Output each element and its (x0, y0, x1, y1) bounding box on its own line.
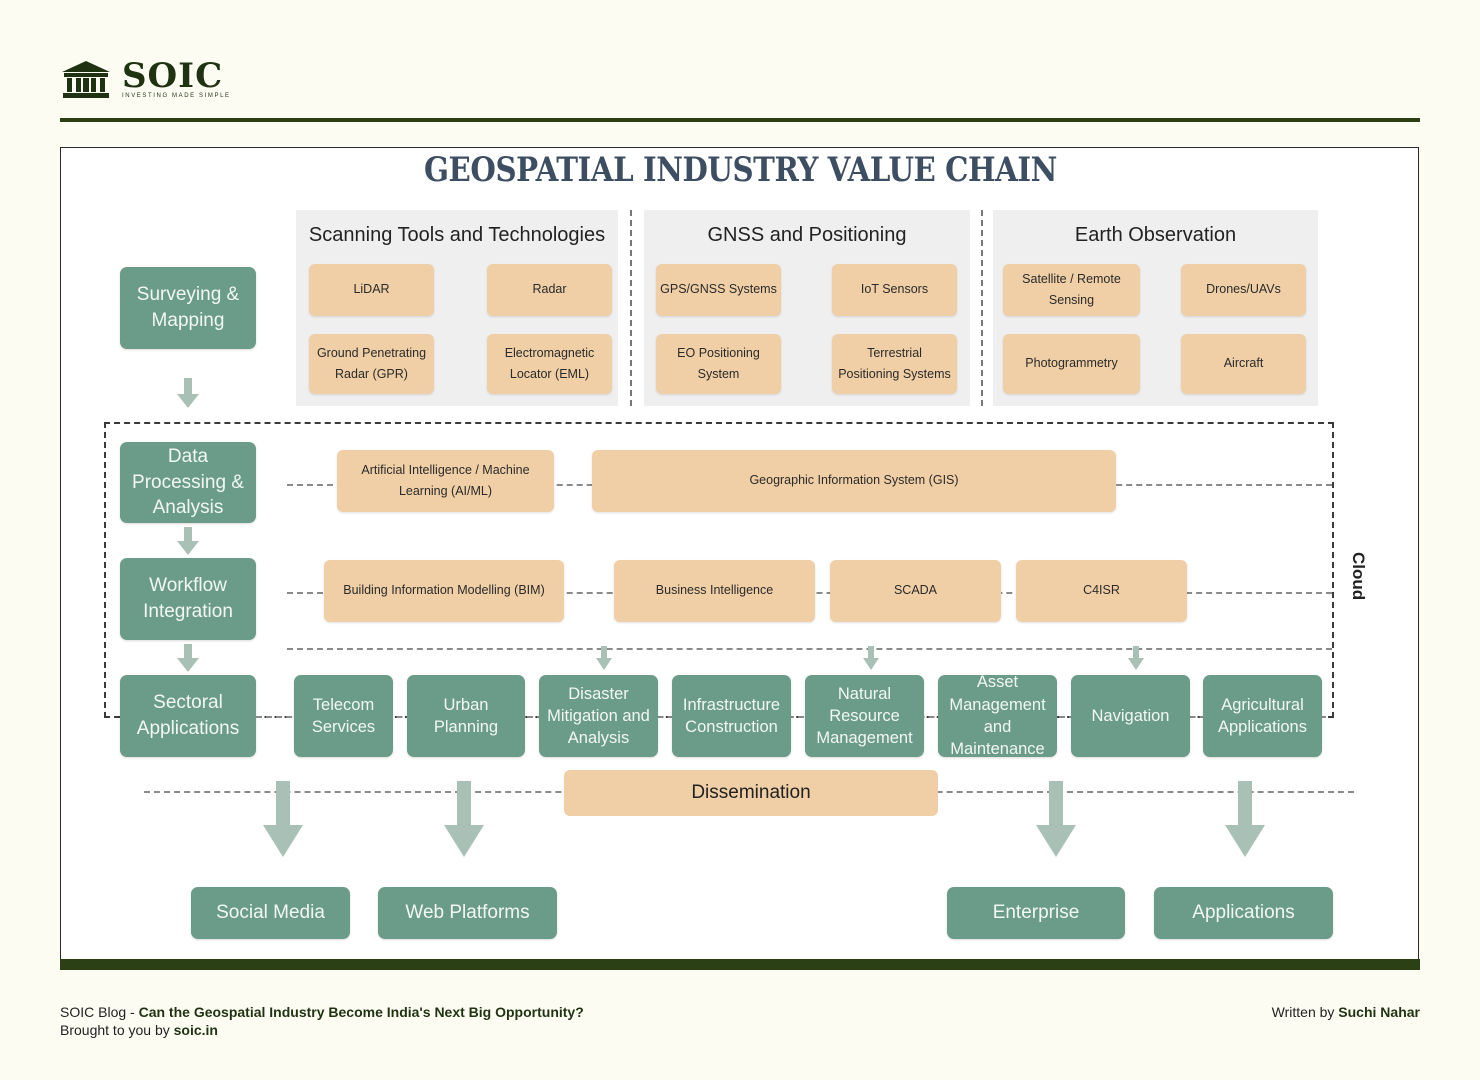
aircraft-box: Aircraft (1181, 334, 1306, 394)
down-arrow-icon (1128, 646, 1144, 670)
written-prefix: Written by (1271, 1004, 1339, 1020)
sector-infrastructure: Infrastructure Construction (672, 675, 791, 757)
row-connector (256, 716, 1326, 718)
satellite-remote-sensing-box: Satellite / Remote Sensing (1003, 264, 1140, 316)
soic-logo[interactable]: SOIC INVESTING MADE SIMPLE (60, 58, 231, 100)
sector-agricultural: Agricultural Applications (1203, 675, 1322, 757)
ai-ml-box: Artificial Intelligence / Machine Learni… (337, 450, 554, 512)
down-arrow-icon (177, 644, 199, 672)
down-arrow-icon (263, 781, 303, 857)
brought-prefix: Brought to you by (60, 1022, 174, 1038)
panel-scanning: Scanning Tools and Technologies LiDAR Ra… (296, 210, 618, 406)
stage-workflow-integration: Workflow Integration (120, 558, 256, 640)
scada-box: SCADA (830, 560, 1001, 622)
figure-title: GEOSPATIAL INDUSTRY VALUE CHAIN (424, 150, 1057, 190)
output-enterprise: Enterprise (947, 887, 1125, 939)
sector-disaster-mitigation: Disaster Mitigation and Analysis (539, 675, 658, 757)
sector-urban-planning: Urban Planning (407, 675, 525, 757)
down-arrow-icon (863, 646, 879, 670)
panel-separator (630, 210, 632, 406)
down-arrow-icon (596, 646, 612, 670)
bank-building-icon (62, 61, 110, 98)
down-arrow-icon (444, 781, 484, 857)
footer-author: Written by Suchi Nahar (1272, 1003, 1420, 1021)
site-link[interactable]: soic.in (173, 1022, 218, 1038)
sector-asset-management: Asset Management and Maintenance (938, 673, 1057, 758)
eml-box: Electromagnetic Locator (EML) (487, 334, 612, 394)
gps-gnss-box: GPS/GNSS Systems (656, 264, 781, 316)
brought-line: Brought to you by soic.in (60, 1021, 584, 1039)
logo-tagline: INVESTING MADE SIMPLE (122, 92, 231, 99)
panel-gnss: GNSS and Positioning GPS/GNSS Systems Io… (644, 210, 970, 406)
panel-title: Earth Observation (1074, 224, 1237, 246)
down-arrow-icon (177, 378, 199, 408)
footer-divider (60, 959, 1420, 970)
output-social-media: Social Media (191, 887, 350, 939)
blog-line: SOIC Blog - Can the Geospatial Industry … (60, 1003, 584, 1021)
business-intelligence-box: Business Intelligence (614, 560, 815, 622)
down-arrow-icon (1036, 781, 1076, 857)
row-connector (287, 648, 1332, 650)
footer-credits: SOIC Blog - Can the Geospatial Industry … (60, 1003, 584, 1039)
output-web-platforms: Web Platforms (378, 887, 557, 939)
lidar-box: LiDAR (309, 264, 434, 316)
sector-natural-resource: Natural Resource Management (805, 675, 924, 757)
value-chain-figure: GEOSPATIAL INDUSTRY VALUE CHAIN Scanning… (60, 147, 1419, 960)
header-divider (60, 118, 1420, 122)
panel-earth-observation: Earth Observation Satellite / Remote Sen… (993, 210, 1318, 406)
gis-box: Geographic Information System (GIS) (592, 450, 1116, 512)
down-arrow-icon (1225, 781, 1265, 857)
blog-title-link[interactable]: Can the Geospatial Industry Become India… (138, 1004, 584, 1020)
radar-box: Radar (487, 264, 612, 316)
photogrammetry-box: Photogrammetry (1003, 334, 1140, 394)
dissemination-box: Dissemination (564, 770, 938, 816)
down-arrow-icon (177, 527, 199, 555)
stage-sectoral-applications: Sectoral Applications (120, 675, 256, 757)
sector-telecom: Telecom Services (294, 675, 393, 757)
blog-prefix: SOIC Blog - (60, 1004, 139, 1020)
output-applications: Applications (1154, 887, 1333, 939)
panel-title: GNSS and Positioning (707, 224, 907, 246)
stage-data-processing: Data Processing & Analysis (120, 442, 256, 523)
panel-separator (981, 210, 983, 406)
c4isr-box: C4ISR (1016, 560, 1187, 622)
logo-wordmark: SOIC (122, 55, 224, 96)
iot-sensors-box: IoT Sensors (832, 264, 957, 316)
terrestrial-positioning-box: Terrestrial Positioning Systems (832, 334, 957, 394)
stage-surveying-mapping: Surveying & Mapping (120, 267, 256, 349)
author-name: Suchi Nahar (1338, 1004, 1420, 1020)
drones-uavs-box: Drones/UAVs (1181, 264, 1306, 316)
gpr-box: Ground Penetrating Radar (GPR) (309, 334, 434, 394)
sector-navigation: Navigation (1071, 675, 1190, 757)
panel-title: Scanning Tools and Technologies (308, 224, 606, 246)
eo-positioning-box: EO Positioning System (656, 334, 781, 394)
cloud-label: Cloud (1349, 552, 1368, 601)
bim-box: Building Information Modelling (BIM) (324, 560, 564, 622)
